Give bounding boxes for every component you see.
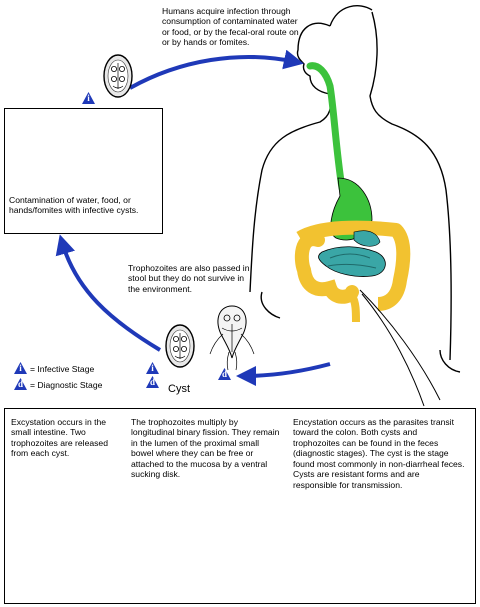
trophozoite-diagnostic — [209, 305, 255, 371]
arrow-to-environment — [236, 362, 331, 386]
encystation-text: Encystation occurs as the parasites tran… — [293, 417, 465, 490]
infective-legend-label: = Infective Stage — [30, 364, 95, 374]
contamination-box: Contamination of water, food, or hands/f… — [4, 108, 163, 234]
intestinal-stages-panel: Excystation occurs in the small intestin… — [4, 408, 476, 604]
cyst-diagnostic — [165, 324, 195, 368]
infective-cyst-top — [103, 54, 133, 98]
cyst-label: Cyst — [168, 383, 190, 395]
contamination-text: Contamination of water, food, or hands/f… — [9, 195, 139, 216]
diagnostic-legend-label: = Diagnostic Stage — [30, 380, 103, 390]
digestive-tract — [294, 62, 441, 407]
arrow-to-mouth — [129, 49, 304, 90]
trophozoite-note-text: Trophozoites are also passed in stool bu… — [128, 263, 250, 294]
arrow-to-contamination — [55, 234, 162, 352]
infection-route-text: Humans acquire infection through consump… — [162, 6, 299, 48]
multiplication-text: The trophozoites multiply by longitudina… — [131, 417, 280, 480]
excystation-text: Excystation occurs in the small intestin… — [11, 417, 108, 459]
